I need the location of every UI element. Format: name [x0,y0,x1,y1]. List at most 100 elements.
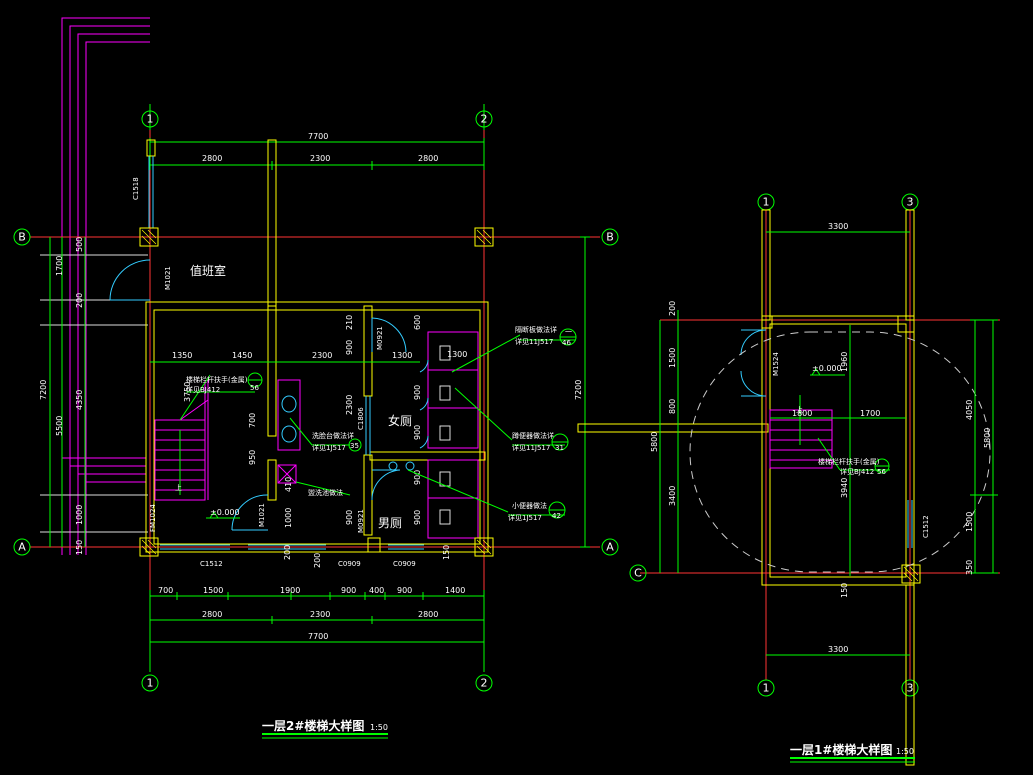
right-bottom-dimension: 3300 [766,645,910,656]
svg-text:900: 900 [345,510,354,525]
svg-text:详见BJ412: 详见BJ412 [840,467,874,476]
svg-text:1300: 1300 [447,350,467,359]
window-c0909-a: C0909 [338,560,361,568]
svg-text:±0.000: ±0.000 [812,364,842,373]
svg-text:一层2#楼梯大样图: 一层2#楼梯大样图 [262,718,364,733]
connecting-corridor [577,423,769,433]
svg-text:C: C [634,567,642,580]
axis-bubble-2-bottom: 2 [475,674,493,692]
svg-text:B: B [606,231,614,244]
column-b2 [474,227,494,247]
svg-text:2300: 2300 [310,610,330,619]
svg-text:2800: 2800 [202,610,222,619]
svg-text:隔断板做法详: 隔断板做法详 [515,325,557,334]
svg-text:200: 200 [668,301,677,316]
axis-bubble-r3-bottom: 3 [901,679,919,697]
svg-text:1700: 1700 [55,256,64,276]
svg-text:700: 700 [158,586,173,595]
svg-text:1350: 1350 [172,351,192,360]
svg-text:详见11J517: 详见11J517 [515,337,553,346]
svg-text:M0921: M0921 [357,509,365,533]
callout-stair-rail: 楼梯栏杆扶手(金属) 详见BJ412 56 [179,372,263,421]
svg-text:±0.000: ±0.000 [210,508,240,517]
bottom-dimensions: 700 1500 1900 900 400 900 1400 2800 2300… [149,586,485,646]
callout-mop: 盥洗池做法 [295,481,351,497]
column-b1 [139,227,159,247]
svg-text:410: 410 [284,477,293,492]
dim-top-1: 2800 [202,154,222,163]
svg-text:2: 2 [481,113,488,126]
svg-text:200: 200 [313,553,322,568]
svg-text:一层1#楼梯大样图: 一层1#楼梯大样图 [790,742,892,757]
axis-bubble-r1-bottom: 1 [757,679,775,697]
door-m0921-top: M0921 [371,317,407,353]
svg-text:1300: 1300 [392,351,412,360]
svg-text:1: 1 [763,196,770,209]
svg-text:1500: 1500 [965,512,974,532]
svg-text:2800: 2800 [418,610,438,619]
svg-text:小便器做法: 小便器做法 [512,501,547,510]
svg-text:200: 200 [283,545,292,560]
svg-text:800: 800 [668,399,677,414]
column-r1 [761,315,773,329]
svg-text:1:50: 1:50 [370,723,388,732]
site-boundary-lines [40,17,150,555]
door-fm1024: FM1024 [149,504,157,532]
svg-text:M0921: M0921 [376,326,384,350]
svg-text:A: A [18,541,26,554]
svg-text:1700: 1700 [860,409,880,418]
door-m0921-bottom: M0921 [357,469,401,533]
svg-text:35: 35 [350,442,359,450]
svg-text:7700: 7700 [308,632,328,641]
svg-text:3940: 3940 [840,478,849,498]
svg-text:蹲便器做法详: 蹲便器做法详 [512,431,554,440]
door-m1524: M1524 [740,329,780,397]
svg-text:600: 600 [413,315,422,330]
svg-text:5800: 5800 [650,432,659,452]
svg-text:B: B [18,231,26,244]
callout-urinal: 小便器做法 详见1J517 42 [407,469,566,522]
callout-partition: 隔断板做法详 详见11J517 一 46 [451,325,577,373]
stair-right: 上 [769,395,833,469]
svg-text:3: 3 [907,196,914,209]
toilet-stalls-female: 600 900 900 1300 [413,315,479,449]
window-c1512-left: C1512 [200,560,223,568]
right-vertical-dimension-left-plan: 7200 [574,236,590,548]
axis-bubble-1-top: 1 [141,110,159,128]
svg-text:900: 900 [341,586,356,595]
svg-text:150: 150 [442,545,451,560]
svg-text:1:50: 1:50 [896,747,914,756]
svg-text:400: 400 [369,586,384,595]
svg-text:1960: 1960 [840,352,849,372]
callout-wash: 洗脸台做法详 详见1J517 35 [289,417,362,452]
svg-text:3300: 3300 [828,222,848,231]
svg-text:详见1J517: 详见1J517 [312,443,346,452]
left-axis-lines [30,104,600,672]
top-dimensions: 7700 2800 2300 2800 [149,132,485,170]
svg-text:900: 900 [413,470,422,485]
svg-text:1800: 1800 [792,409,812,418]
svg-text:C1512: C1512 [922,515,930,538]
column-r3 [897,315,915,333]
right-right-vertical-dims: 5800 4050 1500 350 [965,319,998,575]
south-windows [160,544,424,550]
axis-bubble-1-bottom: 1 [141,674,159,692]
axis-bubble-rC: C [629,564,647,582]
entrance-door-m1021: M1021 [231,494,269,531]
room-duty: 值班室 [190,263,226,278]
svg-text:3400: 3400 [668,486,677,506]
svg-text:700: 700 [248,413,257,428]
right-callout-stair-rail: 楼梯栏杆扶手(金属) 详见BJ412 56 [817,437,890,476]
dim-top-total: 7700 [308,132,328,141]
axis-bubble-r1-top: 1 [757,193,775,211]
svg-text:56: 56 [877,468,886,476]
svg-text:1000: 1000 [284,508,293,528]
svg-text:5500: 5500 [55,416,64,436]
callout-squat: 蹲便器做法详 详见11J517 31 [454,387,569,452]
axis-bubble-r3-top: 3 [901,193,919,211]
svg-text:详见11J517: 详见11J517 [512,443,550,452]
svg-text:900: 900 [413,385,422,400]
svg-text:7200: 7200 [574,380,583,400]
svg-text:M1021: M1021 [258,503,266,527]
room-male: 男厕 [378,516,402,530]
